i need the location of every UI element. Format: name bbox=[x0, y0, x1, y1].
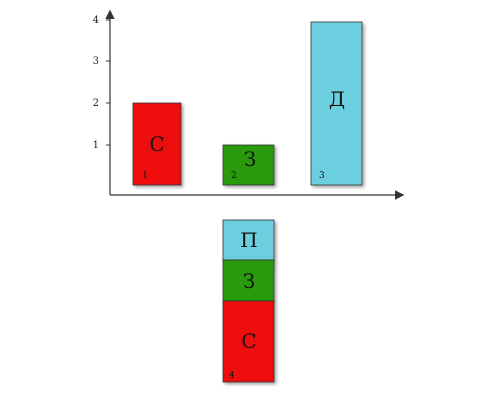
bar-2-rect bbox=[222, 144, 275, 186]
bar-3-letter: Д bbox=[329, 87, 345, 111]
y-tick-label: 4 bbox=[93, 15, 99, 26]
stacked-column: П З С 4 bbox=[222, 219, 275, 383]
y-tick-label: 2 bbox=[93, 98, 99, 109]
y-tick-4: 4 bbox=[93, 15, 110, 26]
bar-3-number: 3 bbox=[319, 171, 325, 181]
bar-1-rect bbox=[132, 102, 182, 186]
bar-1-letter: С bbox=[149, 132, 164, 156]
y-tick-label: 3 bbox=[93, 56, 99, 67]
stack-segment-bottom-letter: С bbox=[241, 329, 256, 353]
y-tick-label: 1 bbox=[93, 140, 99, 151]
stack-number: 4 bbox=[229, 371, 235, 381]
stack-segment-top bbox=[222, 219, 275, 261]
stack-segment-middle-letter: З bbox=[243, 269, 255, 293]
bar-1-number: 1 bbox=[142, 171, 148, 181]
stack-segment-bottom bbox=[222, 300, 275, 383]
y-tick-1: 1 bbox=[93, 140, 110, 151]
y-tick-2: 2 bbox=[93, 98, 110, 109]
bar-3: Д 3 bbox=[310, 21, 363, 186]
bar-2-letter: З bbox=[244, 147, 256, 171]
bar-1: С 1 bbox=[132, 102, 182, 186]
y-tick-3: 3 bbox=[93, 56, 110, 67]
bar-2-number: 2 bbox=[231, 171, 237, 181]
bar-3-rect bbox=[310, 21, 363, 186]
stack-segment-top-letter: П bbox=[240, 228, 257, 252]
stack-segment-middle bbox=[222, 259, 275, 302]
bar-2: З 2 bbox=[222, 144, 275, 186]
